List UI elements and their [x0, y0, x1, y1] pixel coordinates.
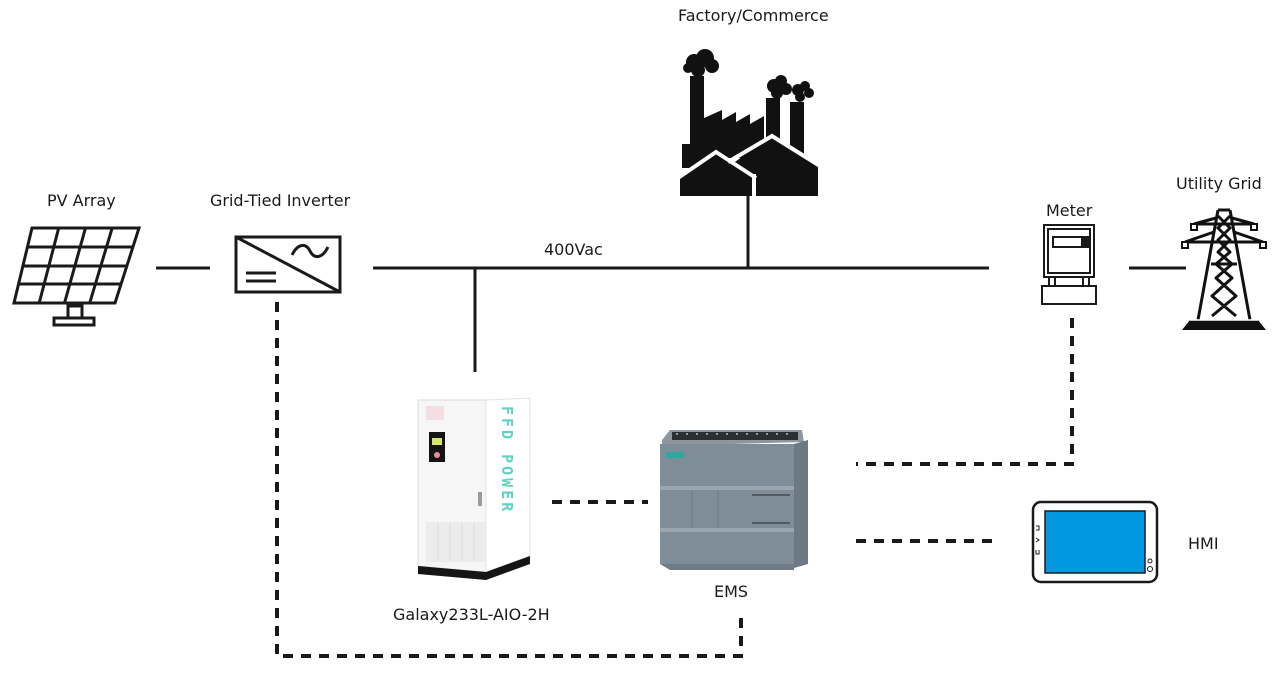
- comm-line-meter-ems: [856, 318, 1074, 466]
- meter-label: Meter: [1046, 201, 1093, 220]
- dc-ac-inverter-icon: [234, 235, 342, 294]
- battery-label: Galaxy233L-AIO-2H: [393, 605, 550, 624]
- brand-text: FFD POWER: [498, 406, 516, 514]
- transmission-tower-icon: [1181, 208, 1267, 330]
- utility-grid-label: Utility Grid: [1176, 174, 1262, 193]
- factory-label: Factory/Commerce: [678, 6, 829, 25]
- hmi-label: HMI: [1188, 534, 1219, 553]
- bus-voltage-label: 400Vac: [544, 240, 603, 259]
- solar-panel-icon: [12, 226, 142, 327]
- plc-controller-icon: [660, 430, 808, 570]
- factory-icon: [678, 49, 820, 196]
- ems-label: EMS: [714, 582, 749, 601]
- battery-cabinet-icon: FFD POWER: [417, 397, 531, 580]
- electric-meter-icon: [1041, 224, 1097, 305]
- comm-line-inverter-ems: [275, 302, 743, 658]
- touch-panel-icon: [1031, 500, 1159, 584]
- inverter-label: Grid-Tied Inverter: [210, 191, 351, 210]
- pv-array-label: PV Array: [47, 191, 116, 210]
